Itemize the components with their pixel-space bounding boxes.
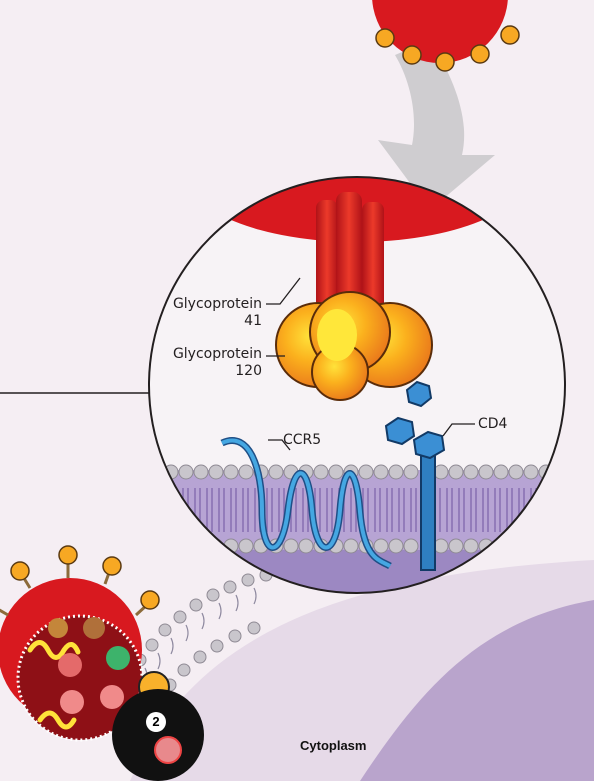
cytoplasm-label: Cytoplasm: [300, 738, 367, 753]
ccr5-label: CCR5: [283, 432, 322, 448]
glycoprotein-41: [316, 192, 384, 310]
cd4-label: CD4: [478, 416, 508, 432]
cd4-receptor: [384, 380, 446, 571]
leader-lines: [266, 277, 475, 451]
direction-arrow: [378, 40, 495, 210]
gp41-label-line1: Glycoprotein: [172, 296, 262, 312]
host-cell: [130, 560, 594, 781]
step-number-badge: 2: [146, 712, 166, 732]
gp120-label-line2: 120: [235, 363, 262, 379]
gp120-label-line1: Glycoprotein: [172, 346, 262, 362]
virus-fusing: [0, 545, 204, 781]
virus-top: [372, 0, 520, 72]
gp120-label: Glycoprotein 120: [160, 346, 262, 380]
virus-envelope: [182, 177, 532, 242]
magnified-view: [148, 176, 566, 594]
gp41-label: Glycoprotein 41: [160, 296, 262, 330]
gp41-label-line2: 41: [244, 313, 262, 329]
